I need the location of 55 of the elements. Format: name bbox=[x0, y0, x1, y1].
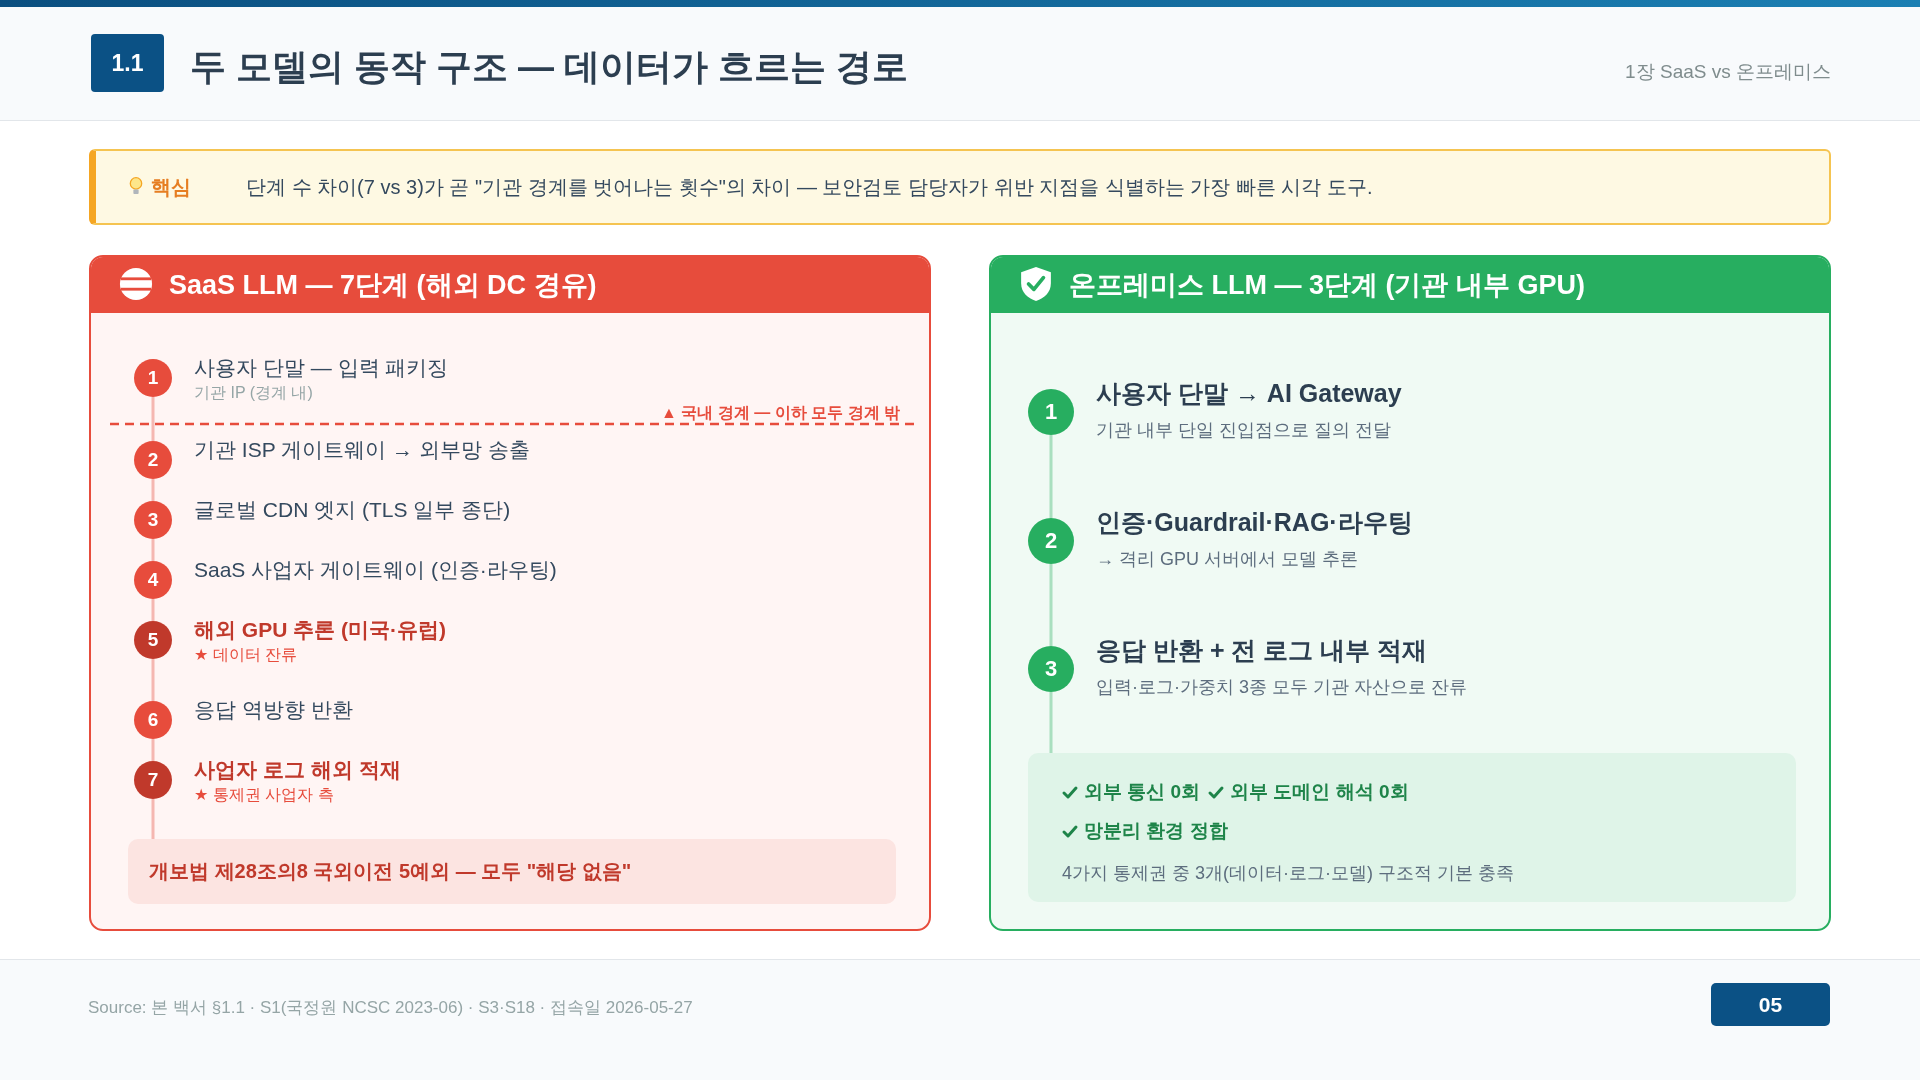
step-number: 3 bbox=[134, 501, 172, 539]
connector-line bbox=[1049, 692, 1053, 753]
step-number: 1 bbox=[1028, 389, 1074, 435]
step-number: 7 bbox=[134, 761, 172, 799]
summary-note: 4가지 통제권 중 3개(데이터·로그·모델) 구조적 기본 충족 bbox=[1062, 862, 1514, 885]
callout-text: 단계 수 차이(7 vs 3)가 곧 "기관 경계를 벗어나는 횟수"의 차이 — 보안검토 담당자가 위반 지점을 식별하는 가장 빠른 시각 도구. bbox=[246, 175, 1373, 200]
summary-item: 외부 통신 0회 bbox=[1084, 780, 1201, 804]
step-number: 6 bbox=[134, 701, 172, 739]
summary-item: 외부 도메인 해석 0회 bbox=[1230, 780, 1409, 804]
step-title: 응답 반환 + 전 로그 내부 적재 bbox=[1096, 635, 1428, 666]
step-title: 해외 GPU 추론 (미국·유럽) bbox=[194, 617, 446, 643]
section-number: 1.1 bbox=[91, 34, 164, 92]
step-title: 인증·Guardrail·RAG·라우팅 bbox=[1096, 507, 1413, 538]
page-number: 05 bbox=[1711, 983, 1830, 1026]
step-title: 사용자 단말 — 입력 패키징 bbox=[194, 355, 449, 381]
panel-title: 온프레미스 LLM — 3단계 (기관 내부 GPU) bbox=[1069, 269, 1585, 302]
connector-line bbox=[151, 397, 155, 441]
step-note: ★ 통제권 사업자 측 bbox=[194, 785, 334, 805]
connector-line bbox=[151, 539, 155, 561]
step-note: → 격리 GPU 서버에서 모델 추론 bbox=[1096, 548, 1358, 571]
summary-item: 망분리 환경 정합 bbox=[1084, 819, 1228, 843]
step-title: SaaS 사업자 게이트웨이 (인증·라우팅) bbox=[194, 557, 557, 583]
callout-tag: 핵심 bbox=[151, 172, 191, 202]
step-note: 입력·로그·가중치 3종 모두 기관 자산으로 잔류 bbox=[1096, 676, 1467, 699]
step-note: 기관 IP (경계 내) bbox=[194, 383, 313, 403]
step-title: 사업자 로그 해외 적재 bbox=[194, 757, 401, 783]
step-number: 2 bbox=[1028, 518, 1074, 564]
connector-line bbox=[151, 659, 155, 701]
step-number: 3 bbox=[1028, 646, 1074, 692]
panel-card bbox=[89, 255, 931, 931]
callout-box bbox=[89, 149, 1831, 225]
boundary-label: ▲ 국내 경계 — 이하 모두 경계 밖 bbox=[661, 403, 900, 423]
slide-title: 두 모델의 동작 구조 — 데이터가 흐르는 경로 bbox=[190, 45, 908, 89]
step-note: ★ 데이터 잔류 bbox=[194, 645, 298, 665]
connector-line bbox=[1049, 435, 1053, 518]
step-note: 기관 내부 단일 진입점으로 질의 전달 bbox=[1096, 419, 1391, 442]
connector-line bbox=[151, 599, 155, 621]
note-box: 개보법 제28조의8 국외이전 5예외 — 모두 "해당 없음" bbox=[128, 839, 896, 904]
step-number: 1 bbox=[134, 359, 172, 397]
connector-line bbox=[1049, 564, 1053, 646]
step-number: 2 bbox=[134, 441, 172, 479]
connector-line bbox=[151, 799, 155, 839]
connector-line bbox=[151, 479, 155, 501]
source-note: Source: 본 백서 §1.1 · S1(국정원 NCSC 2023-06) · S3·S18 · 접속일 2026-05-27 bbox=[88, 997, 693, 1019]
chapter-label: 1장 SaaS vs 온프레미스 bbox=[1625, 60, 1831, 84]
summary-box bbox=[1028, 753, 1796, 902]
connector-line bbox=[151, 739, 155, 761]
step-number: 5 bbox=[134, 621, 172, 659]
step-title: 사용자 단말 → AI Gateway bbox=[1096, 378, 1402, 409]
step-title: 기관 ISP 게이트웨이 → 외부망 송출 bbox=[194, 437, 530, 463]
step-number: 4 bbox=[134, 561, 172, 599]
panel-card bbox=[989, 255, 1831, 931]
step-title: 응답 역방향 반환 bbox=[194, 697, 353, 723]
step-title: 글로벌 CDN 엣지 (TLS 일부 종단) bbox=[194, 497, 511, 523]
panel-title: SaaS LLM — 7단계 (해외 DC 경유) bbox=[169, 269, 597, 302]
